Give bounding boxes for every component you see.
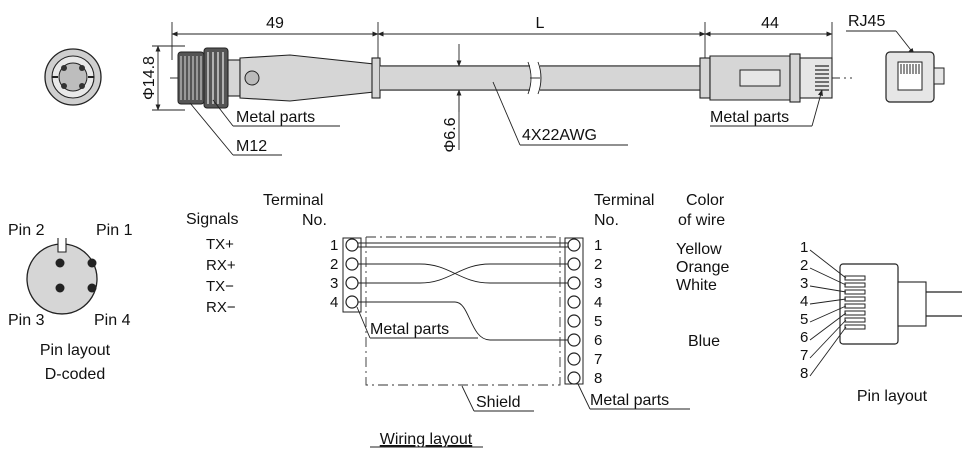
m12-connector-icon	[177, 47, 381, 109]
signal-2: RX+	[206, 257, 236, 274]
wire-color-2: Orange	[676, 259, 729, 276]
terminal-left-header-2: No.	[302, 212, 327, 229]
wire-color-3: White	[676, 277, 717, 294]
left-terminal-1: 1	[330, 237, 338, 254]
dimension-l: L	[377, 15, 706, 58]
pin-2-dot	[55, 258, 65, 268]
rj45-connector-icon	[699, 53, 833, 103]
pin-4-dot	[87, 283, 97, 293]
metal-parts-right-callout: Metal parts	[710, 89, 823, 127]
right-terminal-block	[564, 237, 584, 385]
signal-4: RX−	[206, 299, 236, 316]
right-terminal-4: 4	[594, 294, 602, 311]
awg-label: 4X22AWG	[522, 127, 597, 144]
right-terminal-1: 1	[594, 237, 602, 254]
m12-pin-layout-subcaption: D-coded	[45, 366, 105, 383]
metal-parts-left-callout: Metal parts	[212, 99, 340, 127]
dimension-44-label: 44	[761, 15, 779, 32]
rj45-pin-7: 7	[800, 347, 808, 364]
right-terminal-3: 3	[594, 275, 602, 292]
left-terminal-2: 2	[330, 256, 338, 273]
pin-4-label: Pin 4	[94, 312, 131, 329]
color-header-2: of wire	[678, 212, 725, 229]
dimension-44: 44	[704, 15, 833, 60]
right-terminal-2: 2	[594, 256, 602, 273]
rj45-pin-6: 6	[800, 329, 808, 346]
dimension-49-label: 49	[266, 15, 284, 32]
dimension-49: 49	[171, 15, 379, 60]
rj45-pin-8: 8	[800, 365, 808, 382]
cable-jacket	[380, 61, 700, 95]
terminal-right-header-2: No.	[594, 212, 619, 229]
rj45-callout: RJ45	[846, 13, 915, 55]
rj45-pin-4: 4	[800, 293, 808, 310]
pin-1-dot	[87, 258, 97, 268]
dimension-phi-6-6-label: Φ6.6	[442, 117, 459, 152]
metal-parts-right-label: Metal parts	[710, 109, 789, 126]
pin-3-dot	[55, 283, 65, 293]
m12-front-view-icon	[44, 48, 102, 106]
pin-2-label: Pin 2	[8, 222, 45, 239]
rj45-pin-5: 5	[800, 311, 808, 328]
dimension-phi-14-8-label: Φ14.8	[141, 56, 158, 100]
signal-3: TX−	[206, 278, 234, 295]
pin-1-label: Pin 1	[96, 222, 133, 239]
right-terminal-6: 6	[594, 332, 602, 349]
rj45-pin-2: 2	[800, 257, 808, 274]
metal-parts-inner-label: Metal parts	[370, 321, 449, 338]
m12-pin-layout-caption: Pin layout	[40, 342, 111, 359]
rj45-pin-layout: 1 2 3 4 5 6 7 8 Pin layout	[800, 239, 962, 405]
m12-label: M12	[236, 138, 267, 155]
signals-header: Signals	[186, 211, 238, 228]
left-terminal-block	[342, 237, 362, 313]
right-terminal-7: 7	[594, 351, 602, 368]
wires	[358, 242, 568, 341]
rj45-pin-3: 3	[800, 275, 808, 292]
dimension-phi-14-8: Φ14.8	[141, 45, 185, 111]
wiring-layout-caption: Wiring layout	[380, 431, 473, 448]
rj45-pin-layout-caption: Pin layout	[857, 388, 928, 405]
wire-color-6: Blue	[688, 333, 720, 350]
metal-parts-left-label: Metal parts	[236, 109, 315, 126]
left-terminal-4: 4	[330, 294, 338, 311]
m12-callout: M12	[189, 102, 282, 156]
terminal-right-header-1: Terminal	[594, 192, 654, 209]
rj45-front-view-icon	[885, 51, 945, 103]
color-header-1: Color	[686, 192, 725, 209]
left-terminal-3: 3	[330, 275, 338, 292]
metal-parts-right-wiring-label: Metal parts	[590, 392, 669, 409]
right-terminal-8: 8	[594, 370, 602, 387]
rj45-pin-1: 1	[800, 239, 808, 256]
terminal-left-header-1: Terminal	[263, 192, 323, 209]
shield-boundary	[365, 236, 561, 386]
signal-1: TX+	[206, 236, 234, 253]
awg-callout: 4X22AWG	[492, 81, 628, 146]
dimension-phi-6-6: Φ6.6	[442, 44, 462, 153]
wiring-layout: Signals Terminal No. Terminal No. Color …	[186, 192, 729, 448]
right-terminal-5: 5	[594, 313, 602, 330]
dimension-l-label: L	[536, 15, 545, 32]
shield-label: Shield	[476, 394, 520, 411]
m12-pin-layout: Pin 2 Pin 1 Pin 3 Pin 4 Pin layout D-cod…	[8, 222, 133, 383]
pin-3-label: Pin 3	[8, 312, 45, 329]
rj45-label: RJ45	[848, 13, 885, 30]
wire-color-1: Yellow	[676, 241, 722, 258]
